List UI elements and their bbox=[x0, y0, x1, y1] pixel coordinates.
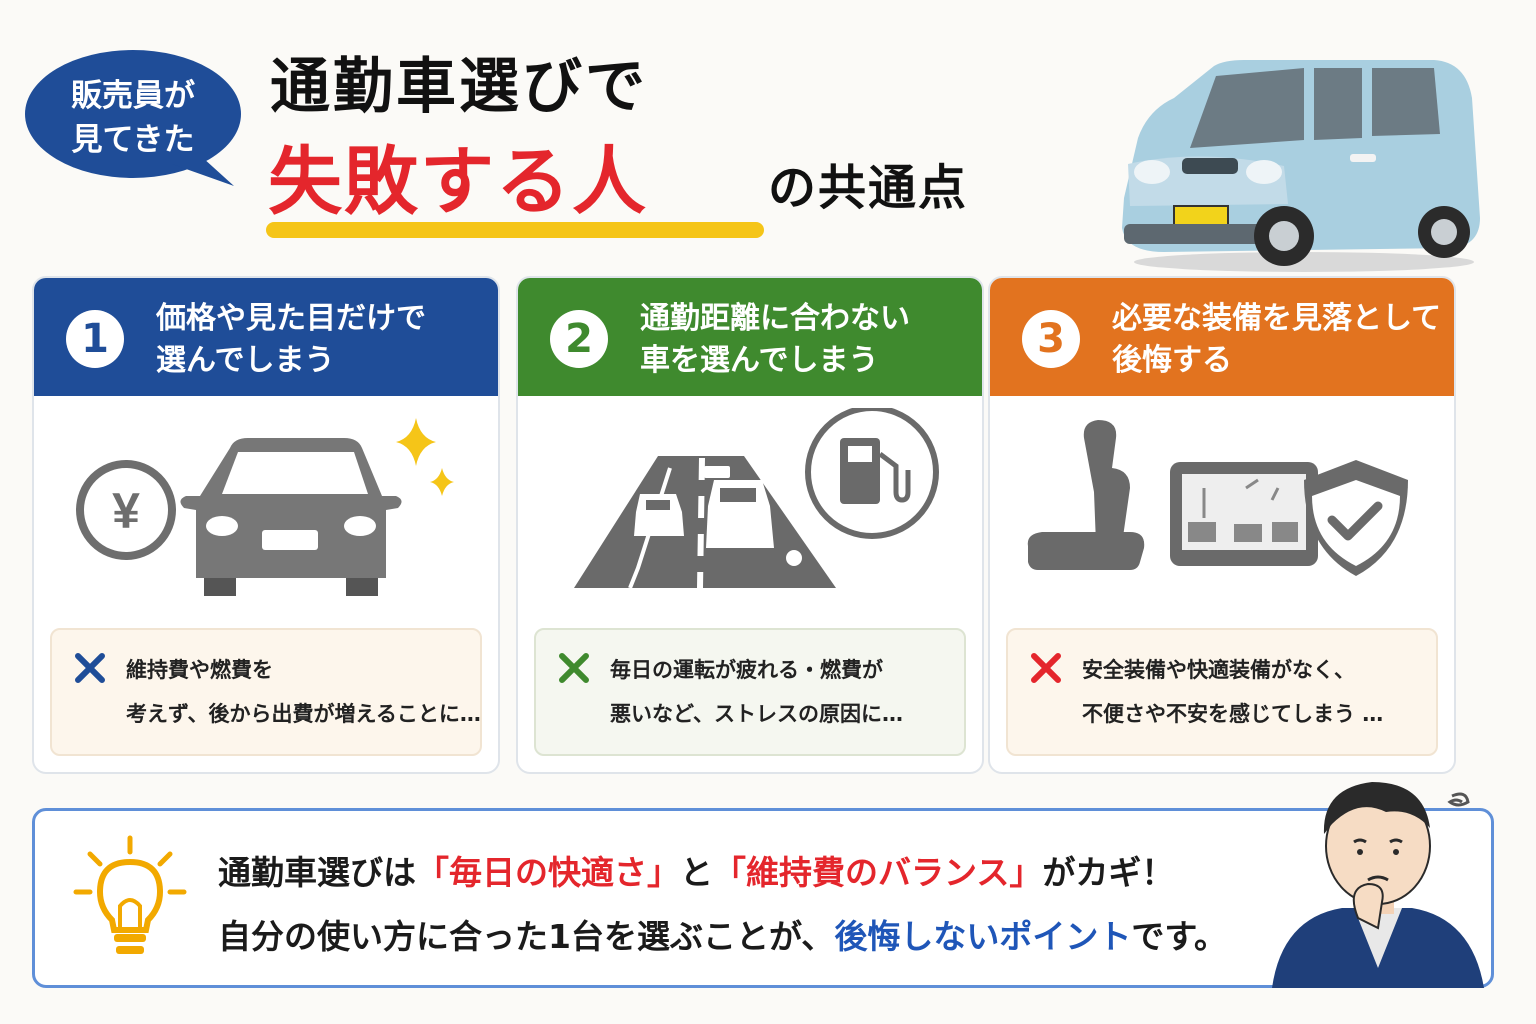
page-title-suffix: の共通点 bbox=[768, 160, 969, 216]
card-2-heading-line2: 車を選んでしまう bbox=[640, 343, 879, 378]
light-bulb-icon bbox=[72, 834, 188, 964]
sparkle-icon bbox=[396, 418, 454, 496]
reason-card-1: 1 価格や見た目だけで 選んでしまう ¥ bbox=[32, 276, 500, 774]
badge-line1: 販売員が bbox=[71, 78, 195, 114]
card-2-note-line1: 毎日の運転が疲れる・燃費が bbox=[610, 658, 883, 682]
yen-symbol: ¥ bbox=[112, 483, 140, 539]
reason-card-2: 2 通勤距離に合わない 車を選んでしまう bbox=[516, 276, 984, 774]
speech-badge: 販売員が 見てきた bbox=[22, 48, 244, 188]
tip-text: 通勤車選びは bbox=[218, 853, 416, 892]
tip-highlight-point: 後悔しないポイント bbox=[834, 917, 1132, 956]
reason-card-3: 3 必要な装備を見落として 後悔する bbox=[988, 276, 1456, 774]
card-3-heading-line1: 必要な装備を見落として bbox=[1112, 301, 1442, 336]
shield-check-icon bbox=[1304, 460, 1408, 576]
card-3-heading-line2: 後悔する bbox=[1112, 343, 1232, 378]
kei-car-image bbox=[1104, 48, 1484, 276]
card-3-illustration bbox=[990, 408, 1454, 748]
tip-text: です。 bbox=[1131, 917, 1228, 956]
card-2-heading-line1: 通勤距離に合わない bbox=[640, 301, 910, 336]
page-title-highlight: 失敗する人 bbox=[268, 139, 648, 225]
worried-person-illustration bbox=[1262, 768, 1494, 988]
card-1-illustration: ¥ bbox=[34, 408, 498, 748]
x-mark-icon bbox=[559, 653, 589, 683]
card-3-number: 3 bbox=[1022, 310, 1080, 368]
card-1-note-line1: 維持費や燃費を bbox=[126, 658, 273, 682]
tip-line1: 通勤車選びは「毎日の快適さ」と「維持費のバランス」がカギ！ bbox=[218, 846, 1174, 894]
yen-coin-icon: ¥ bbox=[76, 460, 176, 560]
card-1-heading-line2: 選んでしまう bbox=[156, 343, 335, 378]
display-monitor-icon bbox=[1170, 462, 1318, 566]
road-icon bbox=[574, 456, 836, 589]
card-3-header: 3 必要な装備を見落として 後悔する bbox=[990, 278, 1454, 396]
speech-bubble-shape bbox=[25, 50, 241, 186]
title-underline bbox=[266, 222, 764, 238]
card-2-note: 毎日の運転が疲れる・燃費が 悪いなど、ストレスの原因に… bbox=[534, 628, 966, 756]
fuel-pump-icon bbox=[782, 405, 939, 570]
tip-line2: 自分の使い方に合った1台を選ぶことが、後悔しないポイントです。 bbox=[218, 910, 1227, 958]
card-2-note-line2: 悪いなど、ストレスの原因に… bbox=[610, 702, 903, 726]
card-1-number: 1 bbox=[66, 310, 124, 368]
card-2-header: 2 通勤距離に合わない 車を選んでしまう bbox=[518, 278, 982, 396]
card-3-note-line2: 不便さや不安を感じてしまう … bbox=[1082, 702, 1384, 726]
card-2-number: 2 bbox=[550, 310, 608, 368]
tip-box bbox=[32, 808, 1494, 988]
card-1-header: 1 価格や見た目だけで 選んでしまう bbox=[34, 278, 498, 396]
card-1-note: 維持費や燃費を 考えず、後から出費が増えることに… bbox=[50, 628, 482, 756]
tip-text: 自分の使い方に合った1台を選ぶことが、 bbox=[218, 917, 835, 956]
card-3-note: 安全装備や快適装備がなく、 不便さや不安を感じてしまう … bbox=[1006, 628, 1438, 756]
tip-text: と bbox=[680, 853, 713, 892]
x-mark-icon bbox=[1031, 653, 1061, 683]
x-mark-icon bbox=[75, 653, 105, 683]
car-seat-icon bbox=[1027, 420, 1145, 570]
page-title-line1: 通勤車選びで bbox=[270, 52, 648, 122]
card-1-heading-line1: 価格や見た目だけで bbox=[156, 301, 426, 336]
tip-highlight-balance: 「維持費のバランス」 bbox=[713, 853, 1043, 892]
car-icon bbox=[180, 438, 402, 596]
card-1-note-line2: 考えず、後から出費が増えることに… bbox=[126, 702, 481, 726]
card-3-note-line1: 安全装備や快適装備がなく、 bbox=[1082, 658, 1355, 682]
tip-highlight-comfort: 「毎日の快適さ」 bbox=[416, 853, 680, 892]
badge-line2: 見てきた bbox=[71, 122, 195, 158]
card-2-illustration bbox=[518, 405, 982, 748]
tip-text: がカギ！ bbox=[1042, 853, 1175, 892]
